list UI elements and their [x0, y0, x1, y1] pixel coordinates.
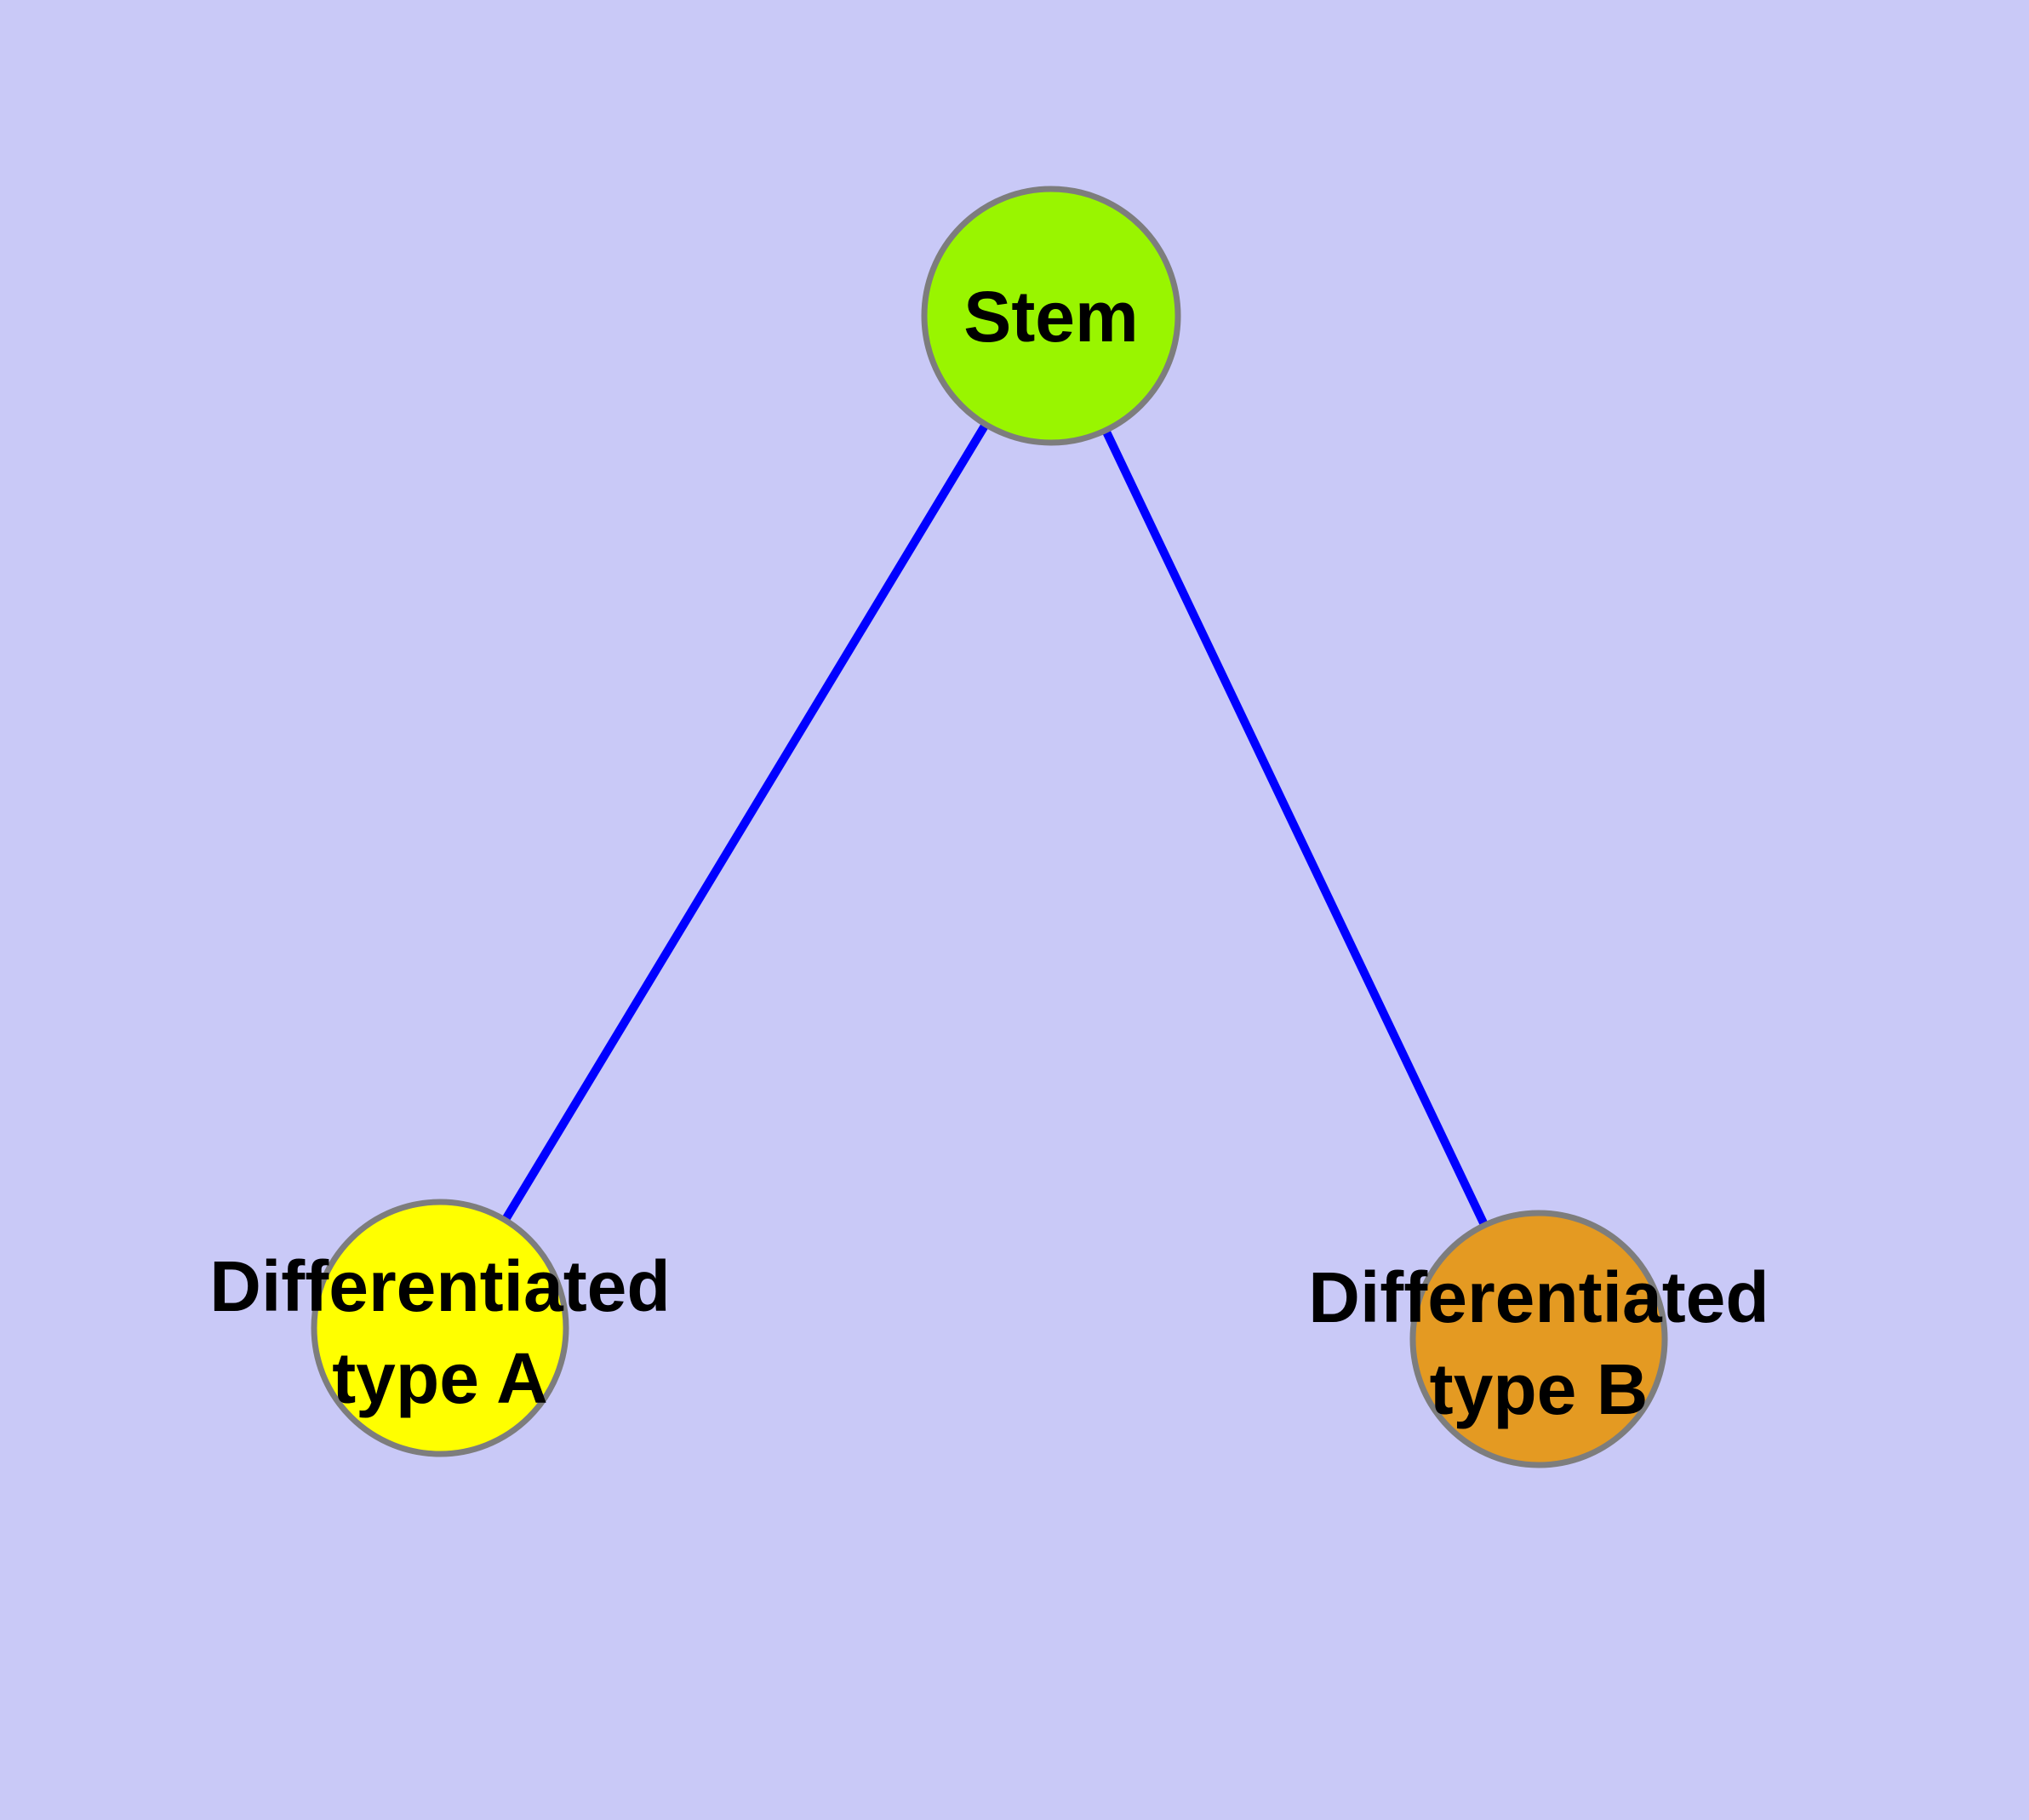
node-label-line: Differentiated — [209, 1246, 670, 1326]
node-label-line: Stem — [963, 277, 1138, 357]
edge-stem-to-differentiated-type-a — [436, 313, 1055, 1331]
node-label-line: Differentiated — [1308, 1257, 1769, 1337]
node-label-differentiated-type-a: Differentiated type A — [209, 1246, 670, 1418]
edges-layer — [436, 313, 1543, 1342]
node-label-stem: Stem — [963, 277, 1138, 357]
node-label-line: type B — [1430, 1349, 1649, 1429]
node-circle-stem — [921, 186, 1181, 446]
node-circle-differentiated-type-a — [311, 1199, 569, 1457]
node-label-differentiated-type-b: Differentiated type B — [1308, 1257, 1769, 1429]
nodes-layer — [311, 186, 1668, 1468]
node-circle-differentiated-type-b — [1409, 1210, 1668, 1468]
edge-stem-to-differentiated-type-b — [1047, 313, 1543, 1342]
node-label-line: type A — [332, 1338, 548, 1418]
